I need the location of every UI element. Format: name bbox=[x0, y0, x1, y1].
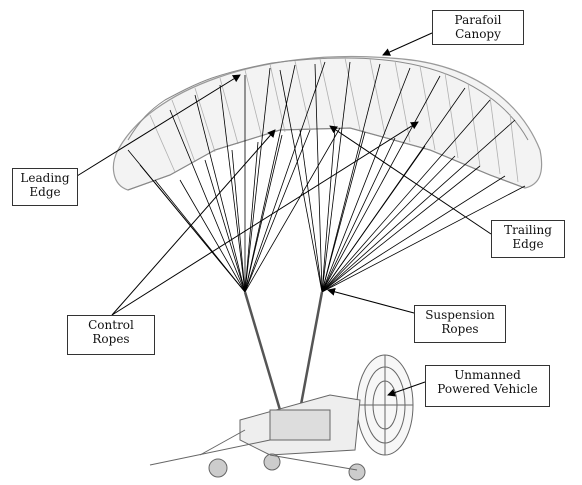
label-parafoil-canopy: Parafoil Canopy bbox=[432, 10, 524, 45]
label-suspension-ropes-line2: Ropes bbox=[419, 322, 501, 336]
powered-vehicle-illustration bbox=[150, 355, 413, 480]
label-unmanned-powered-vehicle-line1: Unmanned bbox=[430, 368, 545, 382]
label-suspension-ropes: Suspension Ropes bbox=[414, 305, 506, 343]
leader-suspension-ropes bbox=[328, 290, 414, 313]
label-unmanned-powered-vehicle: Unmanned Powered Vehicle bbox=[425, 365, 550, 407]
label-leading-edge-line1: Leading bbox=[17, 171, 73, 185]
leader-parafoil-canopy bbox=[383, 33, 432, 55]
label-leading-edge: Leading Edge bbox=[12, 168, 78, 206]
label-control-ropes-line2: Ropes bbox=[72, 332, 150, 346]
parafoil-canopy-illustration bbox=[113, 57, 541, 190]
label-trailing-edge: Trailing Edge bbox=[491, 220, 565, 258]
wheel-left bbox=[209, 459, 227, 477]
label-trailing-edge-line2: Edge bbox=[496, 237, 560, 251]
label-control-ropes-line1: Control bbox=[72, 318, 150, 332]
label-trailing-edge-line1: Trailing bbox=[496, 223, 560, 237]
label-control-ropes: Control Ropes bbox=[67, 315, 155, 355]
label-suspension-ropes-line1: Suspension bbox=[419, 308, 501, 322]
wheel-right bbox=[349, 464, 365, 480]
label-unmanned-powered-vehicle-line2: Powered Vehicle bbox=[430, 382, 545, 396]
label-parafoil-canopy-line2: Canopy bbox=[437, 27, 519, 41]
label-leading-edge-line2: Edge bbox=[17, 185, 73, 199]
label-parafoil-canopy-line1: Parafoil bbox=[437, 13, 519, 27]
risers bbox=[245, 292, 322, 410]
